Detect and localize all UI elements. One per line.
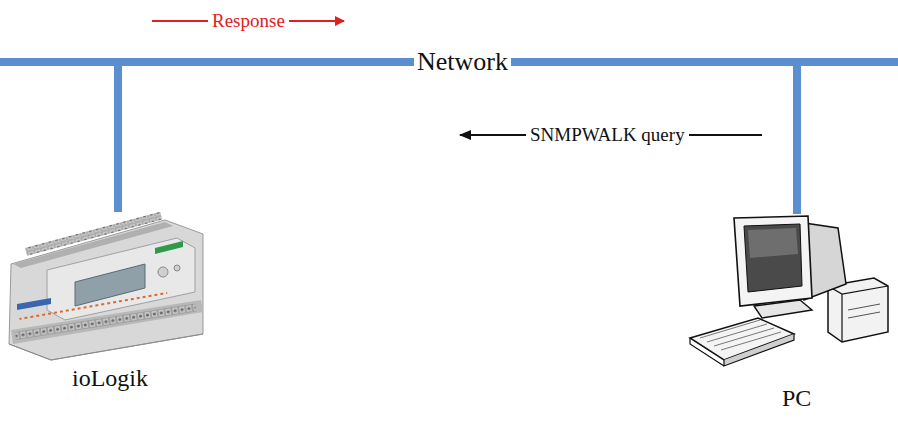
- network-label: Network: [414, 47, 511, 77]
- iologik-device: ioLogik: [5, 212, 210, 402]
- device-label: PC: [782, 384, 811, 412]
- network-drop-line: [793, 66, 801, 214]
- query-label: SNMPWALK query: [526, 124, 689, 146]
- network-bus: Network: [0, 58, 898, 66]
- response-label: Response: [208, 10, 289, 32]
- device-label: ioLogik: [72, 364, 148, 392]
- iologik-illustration: [5, 212, 210, 362]
- network-drop-line: [114, 66, 122, 212]
- pc-illustration: [688, 214, 893, 379]
- pc-computer: PC: [688, 214, 893, 419]
